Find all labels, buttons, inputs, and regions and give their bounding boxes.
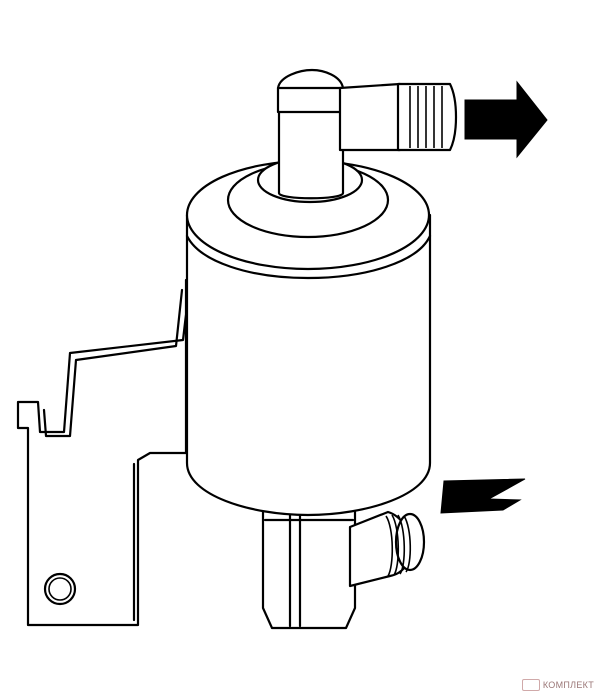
watermark: КОМПЛЕКТ — [521, 679, 594, 691]
watermark-text: КОМПЛЕКТ — [542, 680, 594, 690]
top-outlet-fitting — [276, 68, 458, 200]
bottom-inlet-fitting — [261, 508, 426, 630]
inlet-flow-arrow — [440, 478, 526, 514]
mounting-bracket — [16, 278, 192, 627]
cylinder-body — [185, 156, 432, 517]
outlet-flow-arrow — [464, 80, 548, 159]
watermark-logo-icon — [521, 679, 540, 691]
